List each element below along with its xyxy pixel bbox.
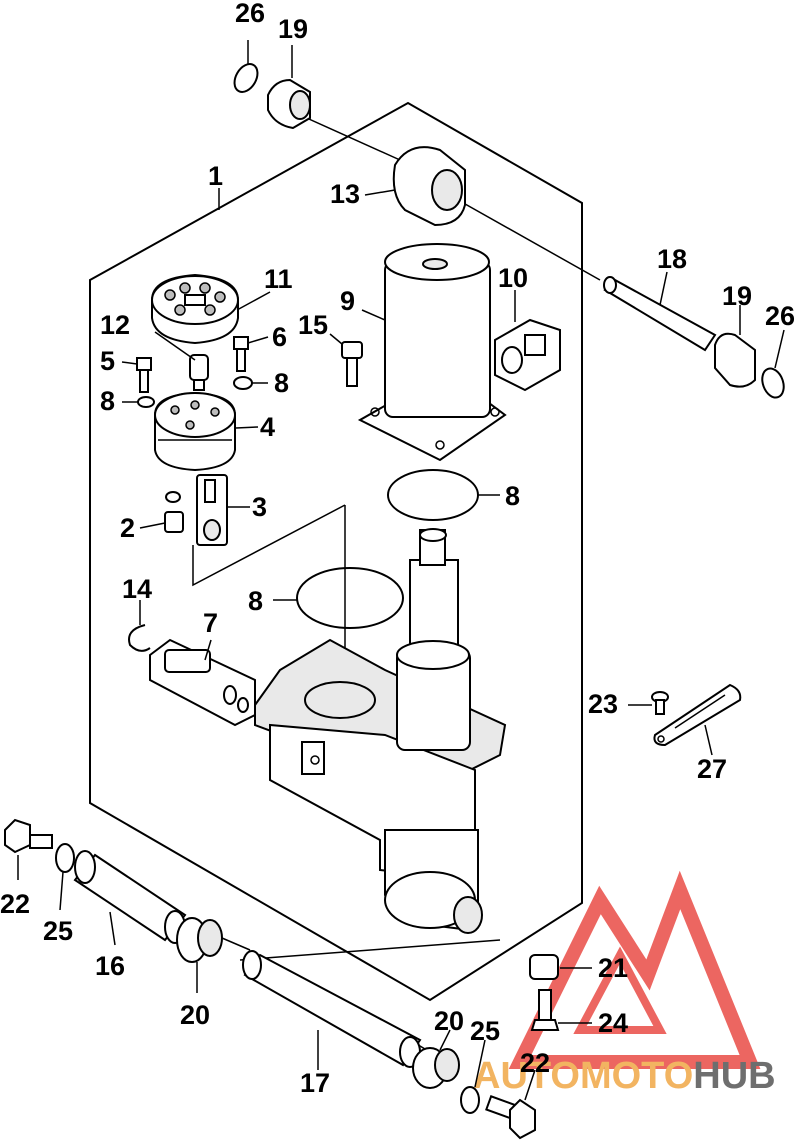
callout-2: 2: [120, 513, 135, 543]
callout-18: 18: [657, 244, 687, 274]
bushing-20-left: [176, 917, 223, 963]
valve-body-11: [151, 273, 239, 345]
callout-8a: 8: [100, 386, 115, 416]
tilt-cylinder: [254, 528, 507, 934]
callout-8c: 8: [505, 481, 520, 511]
callout-10: 10: [498, 263, 528, 293]
bolt-22-left: [4, 818, 53, 854]
o-ring-8-right: [233, 376, 253, 390]
screw-6: [233, 336, 249, 372]
circlip-26-right: [761, 367, 785, 399]
callout-13: 13: [330, 179, 360, 209]
callout-8b: 8: [274, 368, 289, 398]
screw-5: [136, 357, 152, 393]
callout-11: 11: [264, 264, 293, 294]
callout-19b: 19: [722, 281, 752, 311]
callout-21: 21: [598, 953, 628, 983]
callout-23: 23: [588, 689, 618, 719]
callout-12: 12: [100, 310, 130, 340]
circlip-26-top: [233, 63, 259, 93]
callout-25a: 25: [43, 916, 73, 946]
callout-26a: 26: [235, 0, 265, 28]
pin-17: [242, 950, 422, 1068]
callout-5: 5: [100, 346, 115, 376]
callout-17: 17: [300, 1068, 330, 1098]
callout-labels: 1 2 3 4 5 6 7 8 8 8 8 9 10 11 12 13 14 1…: [0, 0, 795, 1098]
callout-9: 9: [340, 286, 355, 316]
watermark-moto: MOTO: [580, 1055, 693, 1097]
callout-19a: 19: [278, 14, 308, 44]
fitting-10: [494, 318, 561, 392]
callout-27: 27: [697, 754, 727, 784]
callout-15: 15: [298, 310, 328, 340]
stud-24: [530, 989, 560, 1031]
bolt-15: [341, 341, 363, 387]
callout-26b: 26: [765, 301, 795, 331]
bolt-22-bottom: [485, 1095, 536, 1140]
bushing-19-right: [714, 332, 756, 388]
valve-12: [189, 354, 209, 391]
callout-6: 6: [272, 322, 287, 352]
callout-16: 16: [95, 951, 125, 981]
callout-20a: 20: [180, 1000, 210, 1030]
callout-14: 14: [122, 574, 152, 604]
nut-21: [529, 954, 559, 980]
valve-assembly-3: [196, 474, 228, 546]
callout-3: 3: [252, 492, 267, 522]
callout-8d: 8: [248, 586, 263, 616]
callout-20b: 20: [434, 1006, 464, 1036]
callout-25b: 25: [470, 1016, 500, 1046]
watermark-hub: HUB: [693, 1055, 775, 1097]
callout-24: 24: [598, 1008, 628, 1038]
watermark-auto: AUTO: [473, 1055, 580, 1097]
valve-block-7: [149, 638, 256, 727]
motor-9: [357, 243, 507, 462]
circlip-14: [128, 624, 151, 652]
callout-7: 7: [203, 608, 218, 638]
pin-16: [73, 850, 187, 944]
assembly-frame: [89, 101, 583, 1002]
callout-1: 1: [208, 161, 223, 191]
bushing-20-bottom: [412, 1047, 460, 1089]
callout-22b: 22: [520, 1048, 550, 1078]
o-ring-8-mid: [296, 567, 404, 629]
plug-2: [164, 491, 184, 533]
washer-25-bottom: [460, 1086, 480, 1114]
callout-22a: 22: [0, 889, 30, 919]
callout-4: 4: [260, 412, 275, 442]
spacer-13: [392, 146, 466, 227]
bracket-27: [653, 683, 742, 747]
leader-lines: [17, 40, 785, 1101]
bushing-19-top: [267, 78, 311, 130]
watermark-logo: AUTOMOTOHUB: [473, 870, 776, 1097]
washer-25-left: [55, 843, 75, 873]
svg-text:AUTOMOTOHUB: AUTOMOTOHUB: [473, 1055, 776, 1097]
o-ring-8-upper: [387, 469, 479, 521]
screw-23: [651, 691, 669, 715]
pin-18: [603, 276, 717, 352]
pump-body-4: [154, 391, 236, 472]
o-ring-8-left: [137, 396, 155, 408]
